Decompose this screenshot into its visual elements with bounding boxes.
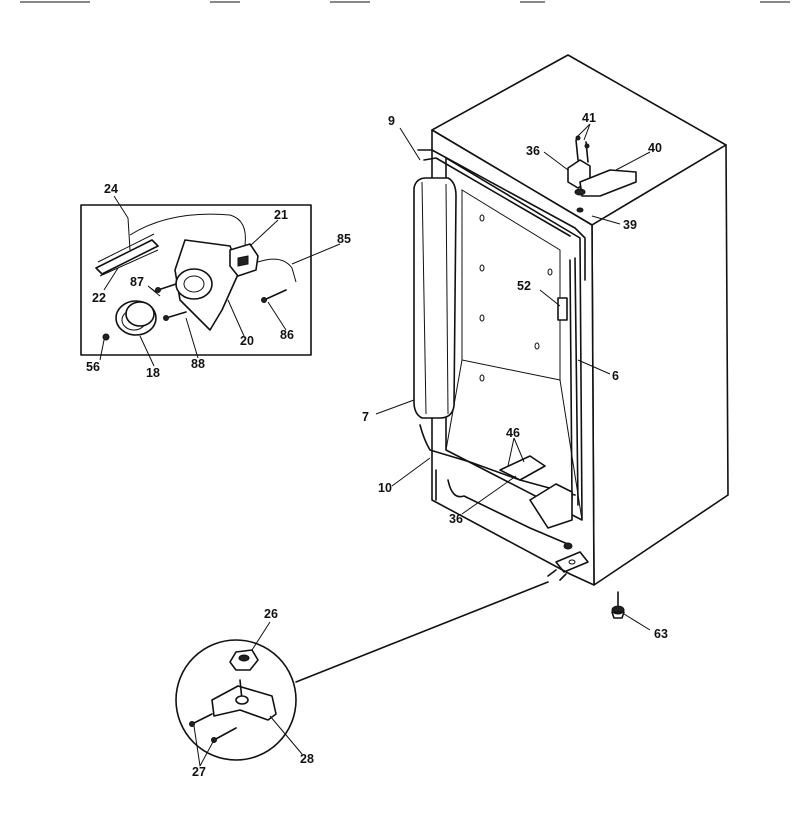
callout-40: 40 [648,141,662,155]
callout-36-lower: 36 [449,512,463,526]
top-trim [417,149,586,281]
right-trim [569,257,579,506]
left-breaker-strip-detail [421,181,449,415]
wire-harness [257,258,297,283]
callout-63: 63 [654,627,668,641]
callout-27: 27 [192,765,206,779]
callout-26: 26 [264,607,278,621]
callout-10: 10 [378,481,392,495]
callout-21: 21 [274,208,288,222]
callout-36: 36 [526,144,540,158]
callout-39: 39 [623,218,637,232]
bottom-hinge-mount [547,542,589,581]
liner-holes [479,214,553,382]
callout-6: 6 [612,369,619,383]
control-inset [80,204,312,356]
screw-56 [102,333,110,341]
callout-88: 88 [191,357,205,371]
callout-28: 28 [300,752,314,766]
callout-46: 46 [506,426,520,440]
hinge-detail [175,581,549,761]
callout-87: 87 [130,275,144,289]
screws [157,283,287,319]
callout-22: 22 [92,291,106,305]
toe-grille [435,469,571,546]
callout-41: 41 [582,111,596,125]
callout-labels: 9 41 36 40 39 24 21 85 87 22 20 86 56 18… [86,111,668,779]
callout-18: 18 [146,366,160,380]
callout-9: 9 [388,114,395,128]
callout-24: 24 [104,182,118,196]
inset-border [80,204,312,356]
housing-bezel [175,268,213,300]
leader-lines [99,123,651,767]
callout-85: 85 [337,232,351,246]
leveling-leg [611,591,625,619]
detail-leader-line [295,581,549,683]
drain-trough [499,455,546,481]
callout-56: 56 [86,360,100,374]
callout-7: 7 [362,410,369,424]
bottom-shelf [529,483,573,529]
cabinet [413,54,729,619]
light-switch [557,297,568,321]
left-breaker-strip [413,177,457,419]
capillary-tube [127,213,246,251]
top-hinge [567,135,637,213]
callout-20: 20 [240,334,254,348]
tube-clip-detail [97,233,159,277]
tube-clip [95,239,159,275]
bottom-trim [419,424,576,496]
hinge-screws [191,713,237,741]
callout-52: 52 [517,279,531,293]
callout-86: 86 [280,328,294,342]
